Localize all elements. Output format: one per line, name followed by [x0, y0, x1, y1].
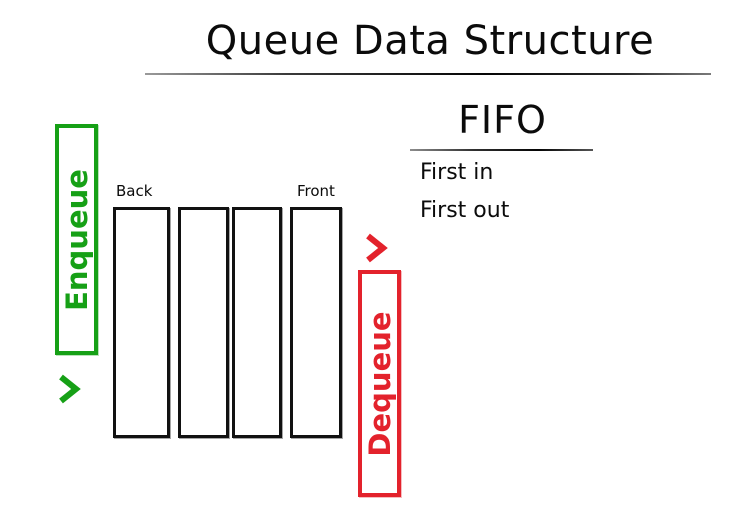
queue-cell	[290, 207, 342, 438]
fifo-first-out-text: First out	[420, 198, 510, 223]
dequeue-box: Dequeue	[358, 270, 401, 497]
queue-back-label: Back	[116, 182, 153, 200]
queue-cell	[113, 207, 170, 438]
enqueue-box: Enqueue	[55, 124, 98, 355]
fifo-heading: FIFO	[458, 98, 547, 142]
dequeue-label: Dequeue	[362, 310, 397, 457]
enqueue-label: Enqueue	[59, 168, 94, 311]
queue-front-label: Front	[297, 182, 335, 200]
fifo-divider	[410, 149, 593, 151]
queue-cell	[178, 207, 229, 438]
queue-cell	[232, 207, 282, 438]
fifo-first-in-text: First in	[420, 160, 494, 185]
chevron-right-icon	[57, 374, 81, 404]
page-title: Queue Data Structure	[205, 18, 655, 64]
chevron-right-icon	[364, 233, 388, 263]
title-divider	[145, 73, 711, 75]
